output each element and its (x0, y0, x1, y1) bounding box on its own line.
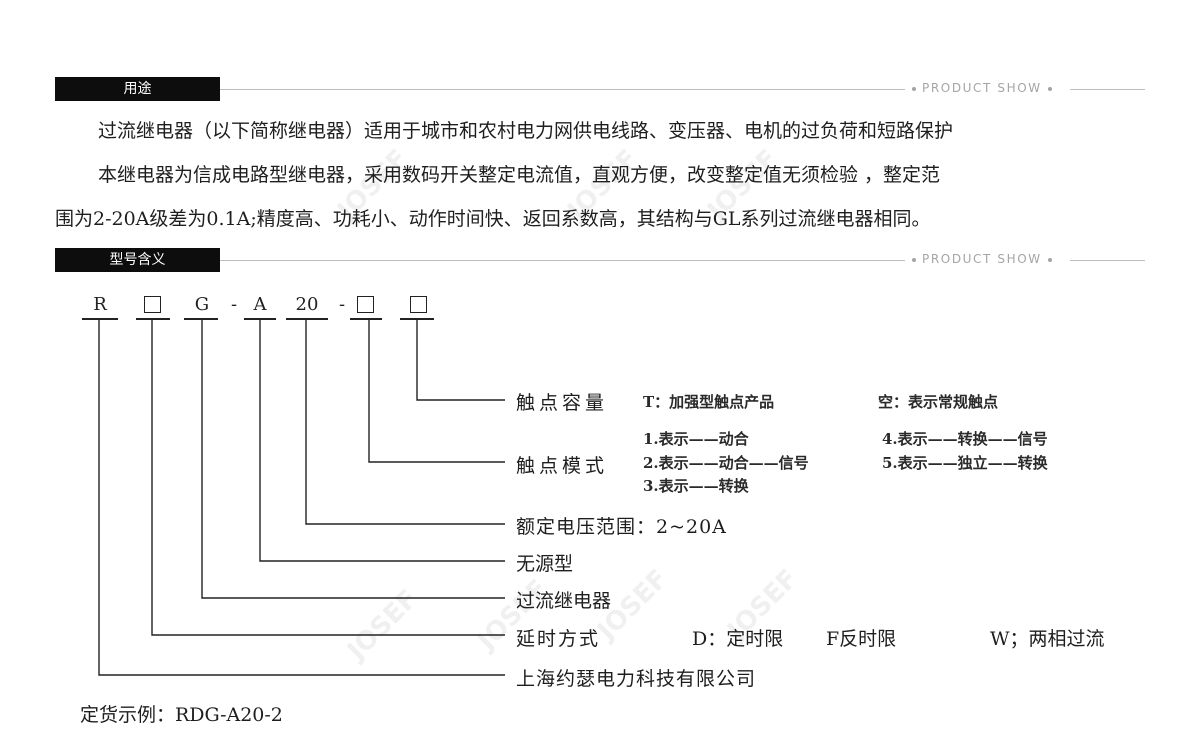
section-rule (220, 260, 905, 261)
code-dash: - (338, 294, 346, 315)
code-underline (286, 318, 328, 320)
code-underline (136, 318, 170, 320)
code-20: 20 (295, 294, 319, 315)
section-tag-usage: 用途 (55, 77, 220, 101)
branch-capacity-label: 触点容量 (516, 392, 609, 414)
code-box-capacity (410, 296, 427, 313)
branch-voltage-label: 额定电压范围：2~20A (516, 516, 727, 538)
product-show-label: PRODUCT SHOW (906, 81, 1058, 95)
code-underline (350, 318, 382, 320)
code-underline (82, 318, 118, 320)
branch-mode-label: 触点模式 (516, 455, 609, 477)
delay-option-f: F反时限 (826, 628, 897, 650)
code-box-delay (144, 296, 161, 313)
branch-passive-label: 无源型 (516, 553, 574, 575)
capacity-option-t: T：加强型触点产品 (643, 393, 775, 411)
section-rule (220, 89, 905, 90)
branch-delay-label: 延时方式 (516, 628, 601, 650)
mode-option-5: 5.表示——独立——转换 (882, 454, 1048, 472)
branch-company-label: 上海约瑟电力科技有限公司 (516, 668, 757, 690)
branch-relay-label: 过流继电器 (516, 590, 612, 612)
code-underline (184, 318, 218, 320)
code-underline (400, 318, 434, 320)
code-r: R (93, 294, 107, 315)
code-g: G (194, 294, 210, 315)
product-show-label: PRODUCT SHOW (906, 252, 1058, 266)
dot-icon (912, 86, 916, 91)
code-a: A (253, 294, 267, 315)
usage-line-1: 过流继电器（以下简称继电器）适用于城市和农村电力网供电线路、变压器、电机的过负荷… (98, 120, 954, 142)
dot-icon (1047, 257, 1052, 262)
mode-option-3: 3.表示——转换 (643, 477, 749, 495)
code-dash: - (230, 294, 238, 315)
usage-line-2: 本继电器为信成电路型继电器，采用数码开关整定电流值，直观方便，改变整定值无须检验… (98, 164, 941, 186)
mode-option-4: 4.表示——转换——信号 (882, 430, 1048, 448)
section-rule (1070, 89, 1145, 90)
delay-option-w: W；两相过流 (990, 628, 1105, 650)
section-tag-model-meaning: 型号含义 (55, 248, 220, 272)
dot-icon (912, 257, 916, 262)
capacity-option-default: 空：表示常规触点 (878, 393, 999, 411)
code-box-mode (357, 296, 374, 313)
mode-option-2: 2.表示——动合——信号 (643, 454, 809, 472)
section-rule (1070, 260, 1145, 261)
delay-option-d: D：定时限 (692, 628, 784, 650)
usage-line-3: 围为2-20A级差为0.1A;精度高、功耗小、动作时间快、返回系数高，其结构与G… (55, 208, 931, 230)
code-underline (244, 318, 276, 320)
mode-option-1: 1.表示——动合 (643, 430, 749, 448)
dot-icon (1047, 86, 1052, 91)
order-example: 定货示例：RDG-A20-2 (80, 704, 283, 726)
